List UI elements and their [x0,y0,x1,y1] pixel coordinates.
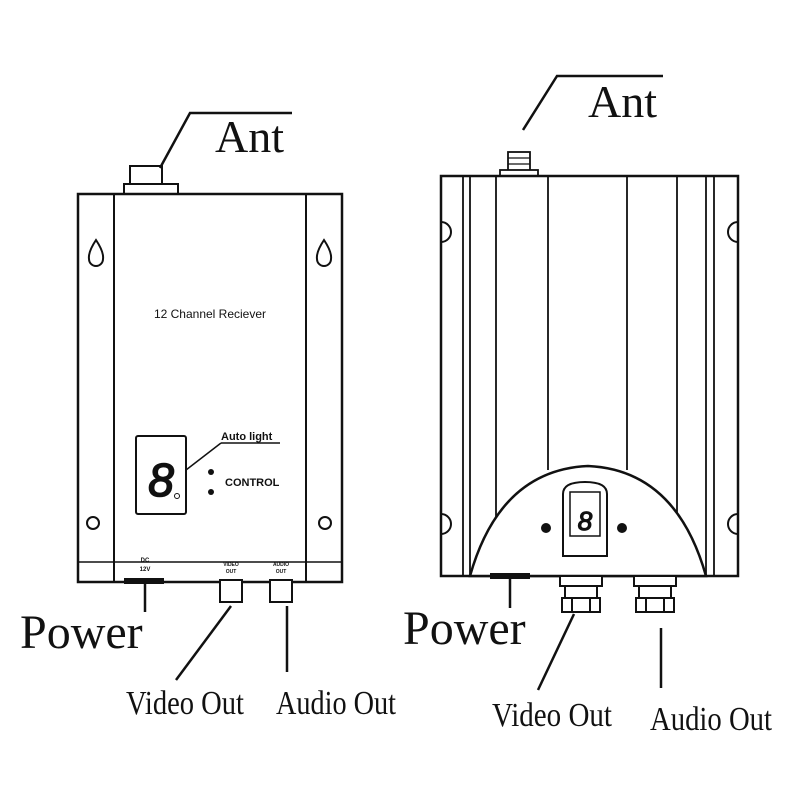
right-led-left [541,523,551,533]
left-antenna-base [123,183,179,195]
left-ant-label: Ant [215,111,284,162]
right-hole-bottom-left [440,513,452,535]
right-video-bnc [559,575,603,613]
right-hole-top-left [440,221,452,243]
left-power-label: Power [20,606,143,659]
right-ant-label: Ant [588,76,657,127]
left-video-port [219,579,243,603]
left-audio-out-label: Audio Out [276,685,396,722]
led-auto-light [208,469,214,475]
left-ant-leader-line [158,111,292,169]
right-power-jack [490,573,530,579]
audio-port-label-line2: OUT [276,569,287,575]
video-port-label-line1: VIDEO [223,562,239,568]
channel-display [135,435,187,515]
auto-light-label: Auto light [221,431,273,443]
mount-hole-top-right [315,238,333,267]
left-video-out-label: Video Out [126,685,244,722]
right-display-digit: 8 [578,506,593,536]
led-control [208,489,214,495]
right-audio-out-label: Audio Out [650,701,772,738]
right-hole-top-right [727,221,739,243]
control-label: CONTROL [225,477,280,489]
mount-hole-bottom-right [318,516,332,530]
right-audio-bnc [633,575,677,613]
dc-label-line1: DC [141,558,150,564]
left-power-jack [124,578,164,584]
mount-hole-top-left [87,238,105,267]
right-led-right [617,523,627,533]
right-antenna-connector [507,151,531,173]
right-hole-bottom-right [727,513,739,535]
right-video-out-label: Video Out [492,697,612,734]
mount-hole-bottom-left [86,516,100,530]
right-ant-leader-line [521,74,663,131]
audio-port-label-line1: AUDIO [273,562,289,568]
right-unit: Ant 8 Power [403,74,772,738]
dc-label-line2: 12V [140,567,151,573]
left-audio-port [269,579,293,603]
left-unit: Ant 12 Channel Reciever 8 Auto light CON… [20,111,396,722]
left-unit-body [76,192,344,584]
panel-title: 12 Channel Reciever [154,307,266,321]
video-port-label-line2: OUT [226,569,237,575]
right-power-label: Power [403,602,526,655]
channel-display-digit: 8 [148,454,174,506]
heatsink-fins [462,176,715,576]
